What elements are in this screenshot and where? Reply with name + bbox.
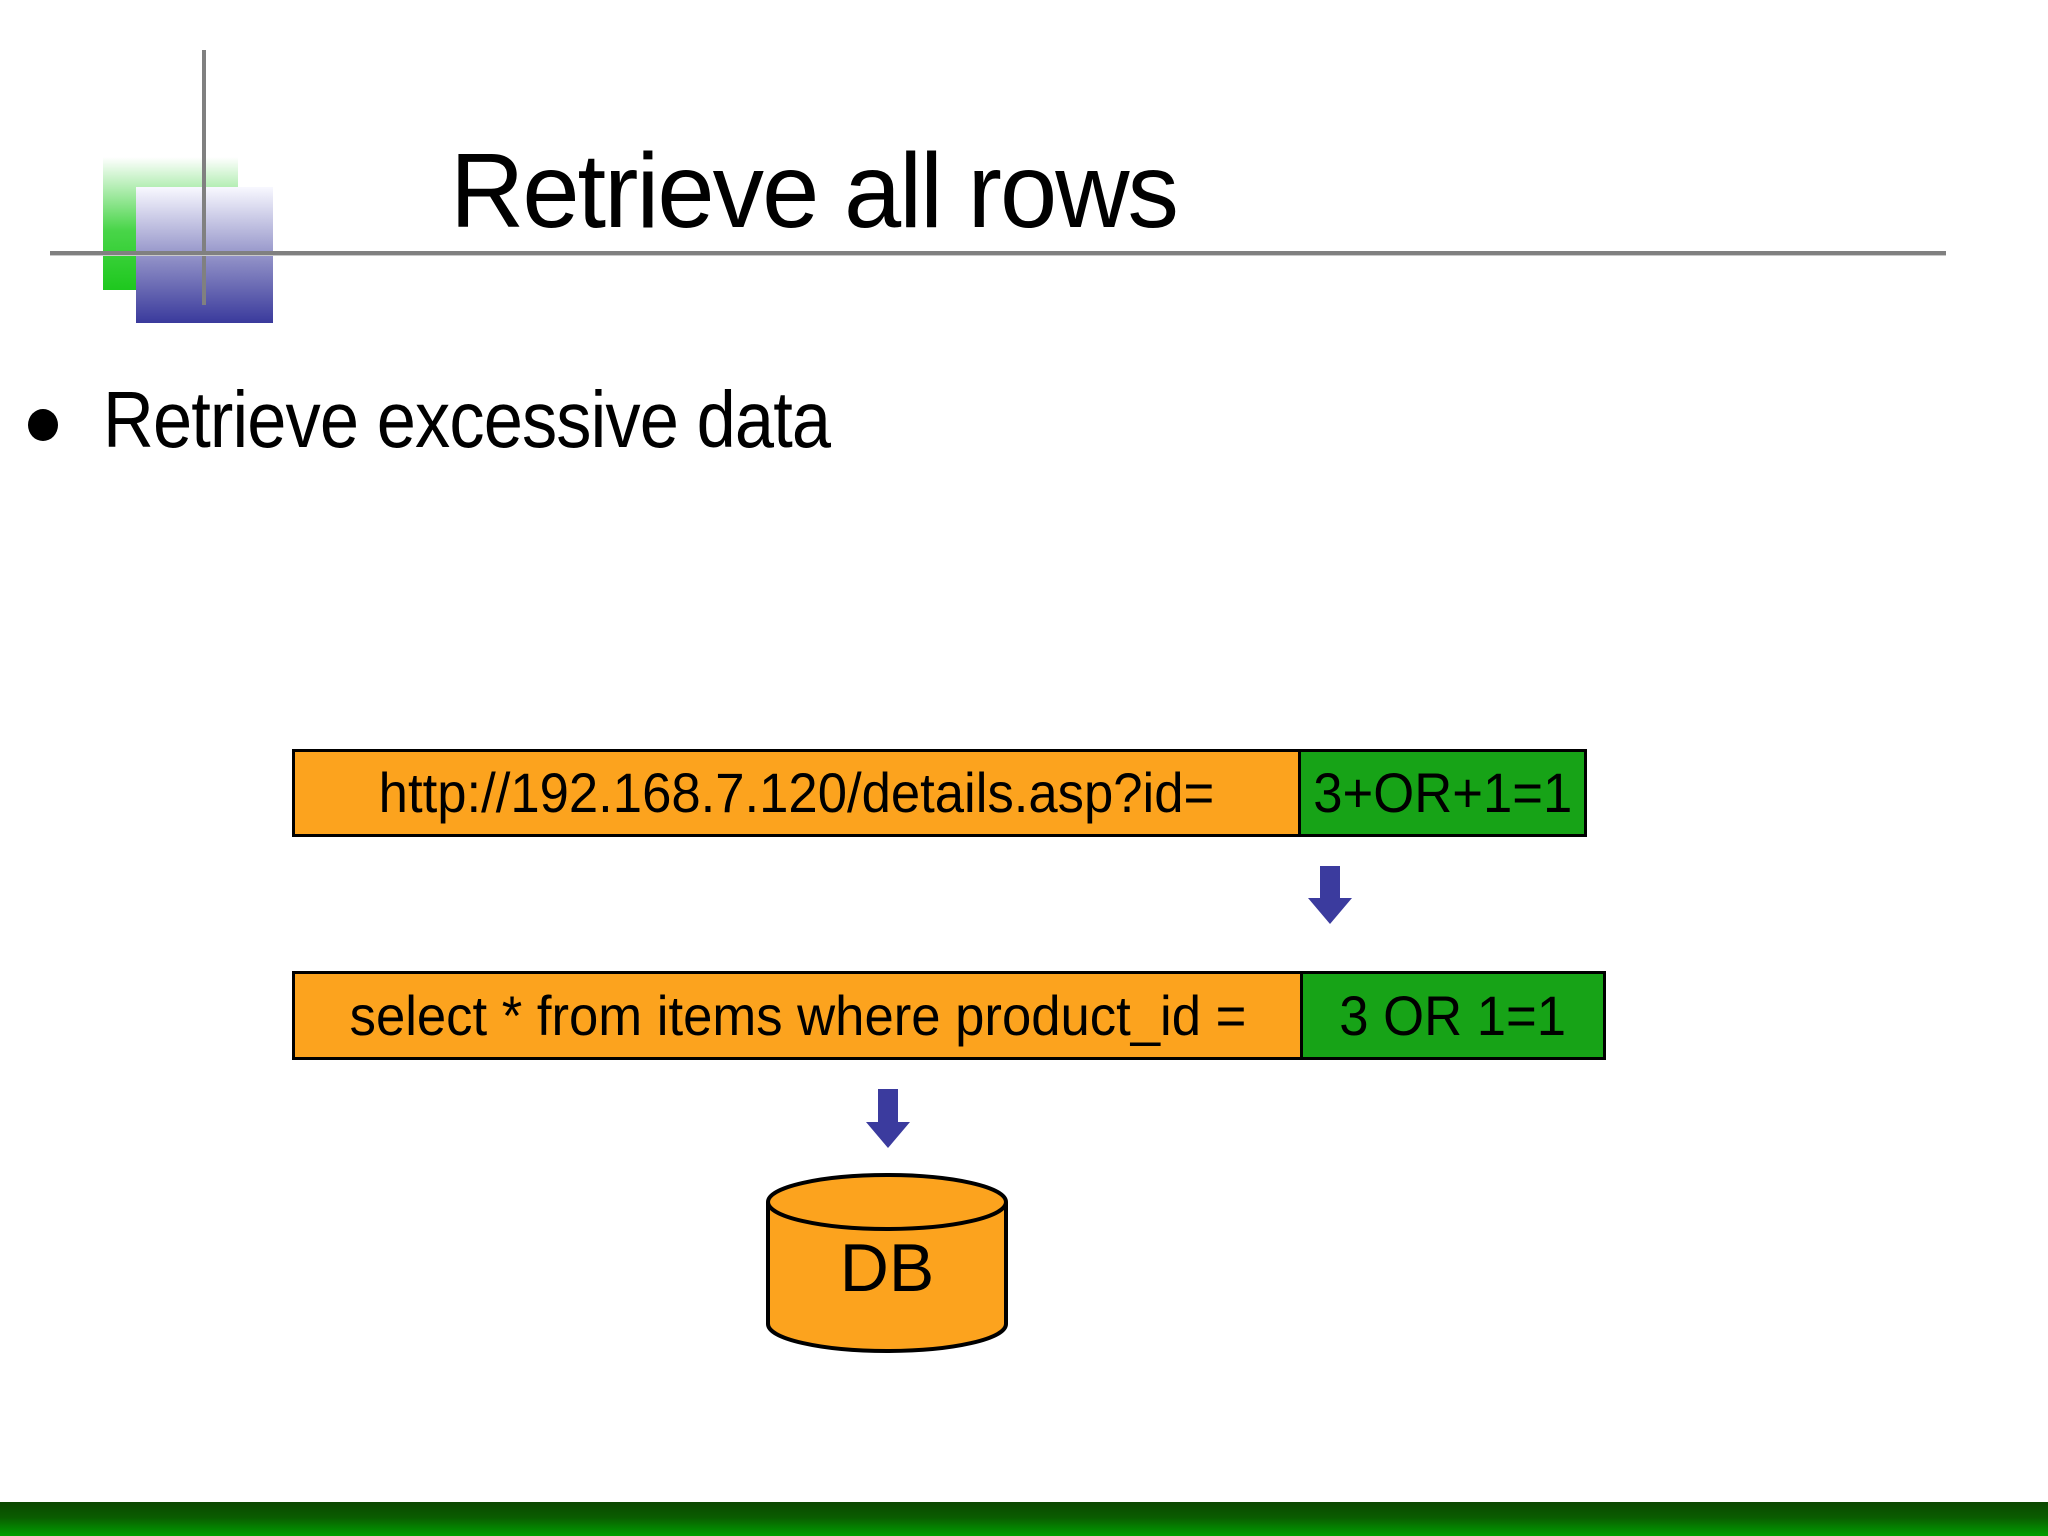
sql-injection-box: 3 OR 1=1 xyxy=(1300,974,1603,1057)
url-injection-text: 3+OR+1=1 xyxy=(1312,761,1572,824)
title-underline xyxy=(50,251,1946,256)
database-cylinder-icon xyxy=(766,1173,1008,1353)
url-text: http://192.168.7.120/details.asp?id= xyxy=(378,761,1215,824)
sql-box: select * from items where product_id = xyxy=(295,974,1300,1057)
sql-row: select * from items where product_id = 3… xyxy=(292,971,1606,1060)
down-arrow-icon xyxy=(866,1089,910,1148)
url-box: http://192.168.7.120/details.asp?id= xyxy=(295,752,1298,834)
footer-bar xyxy=(0,1502,2048,1536)
down-arrow-icon xyxy=(1308,866,1352,924)
url-injection-box: 3+OR+1=1 xyxy=(1298,752,1584,834)
slide-title: Retrieve all rows xyxy=(450,132,1179,250)
sql-injection-text: 3 OR 1=1 xyxy=(1339,983,1567,1047)
bullet-dot xyxy=(28,409,58,441)
database-label: DB xyxy=(839,1230,935,1306)
bullet-text: Retrieve excessive data xyxy=(103,375,831,464)
decoration-vertical-line xyxy=(202,50,206,305)
sql-text: select * from items where product_id = xyxy=(349,983,1246,1047)
url-row: http://192.168.7.120/details.asp?id= 3+O… xyxy=(292,749,1587,837)
